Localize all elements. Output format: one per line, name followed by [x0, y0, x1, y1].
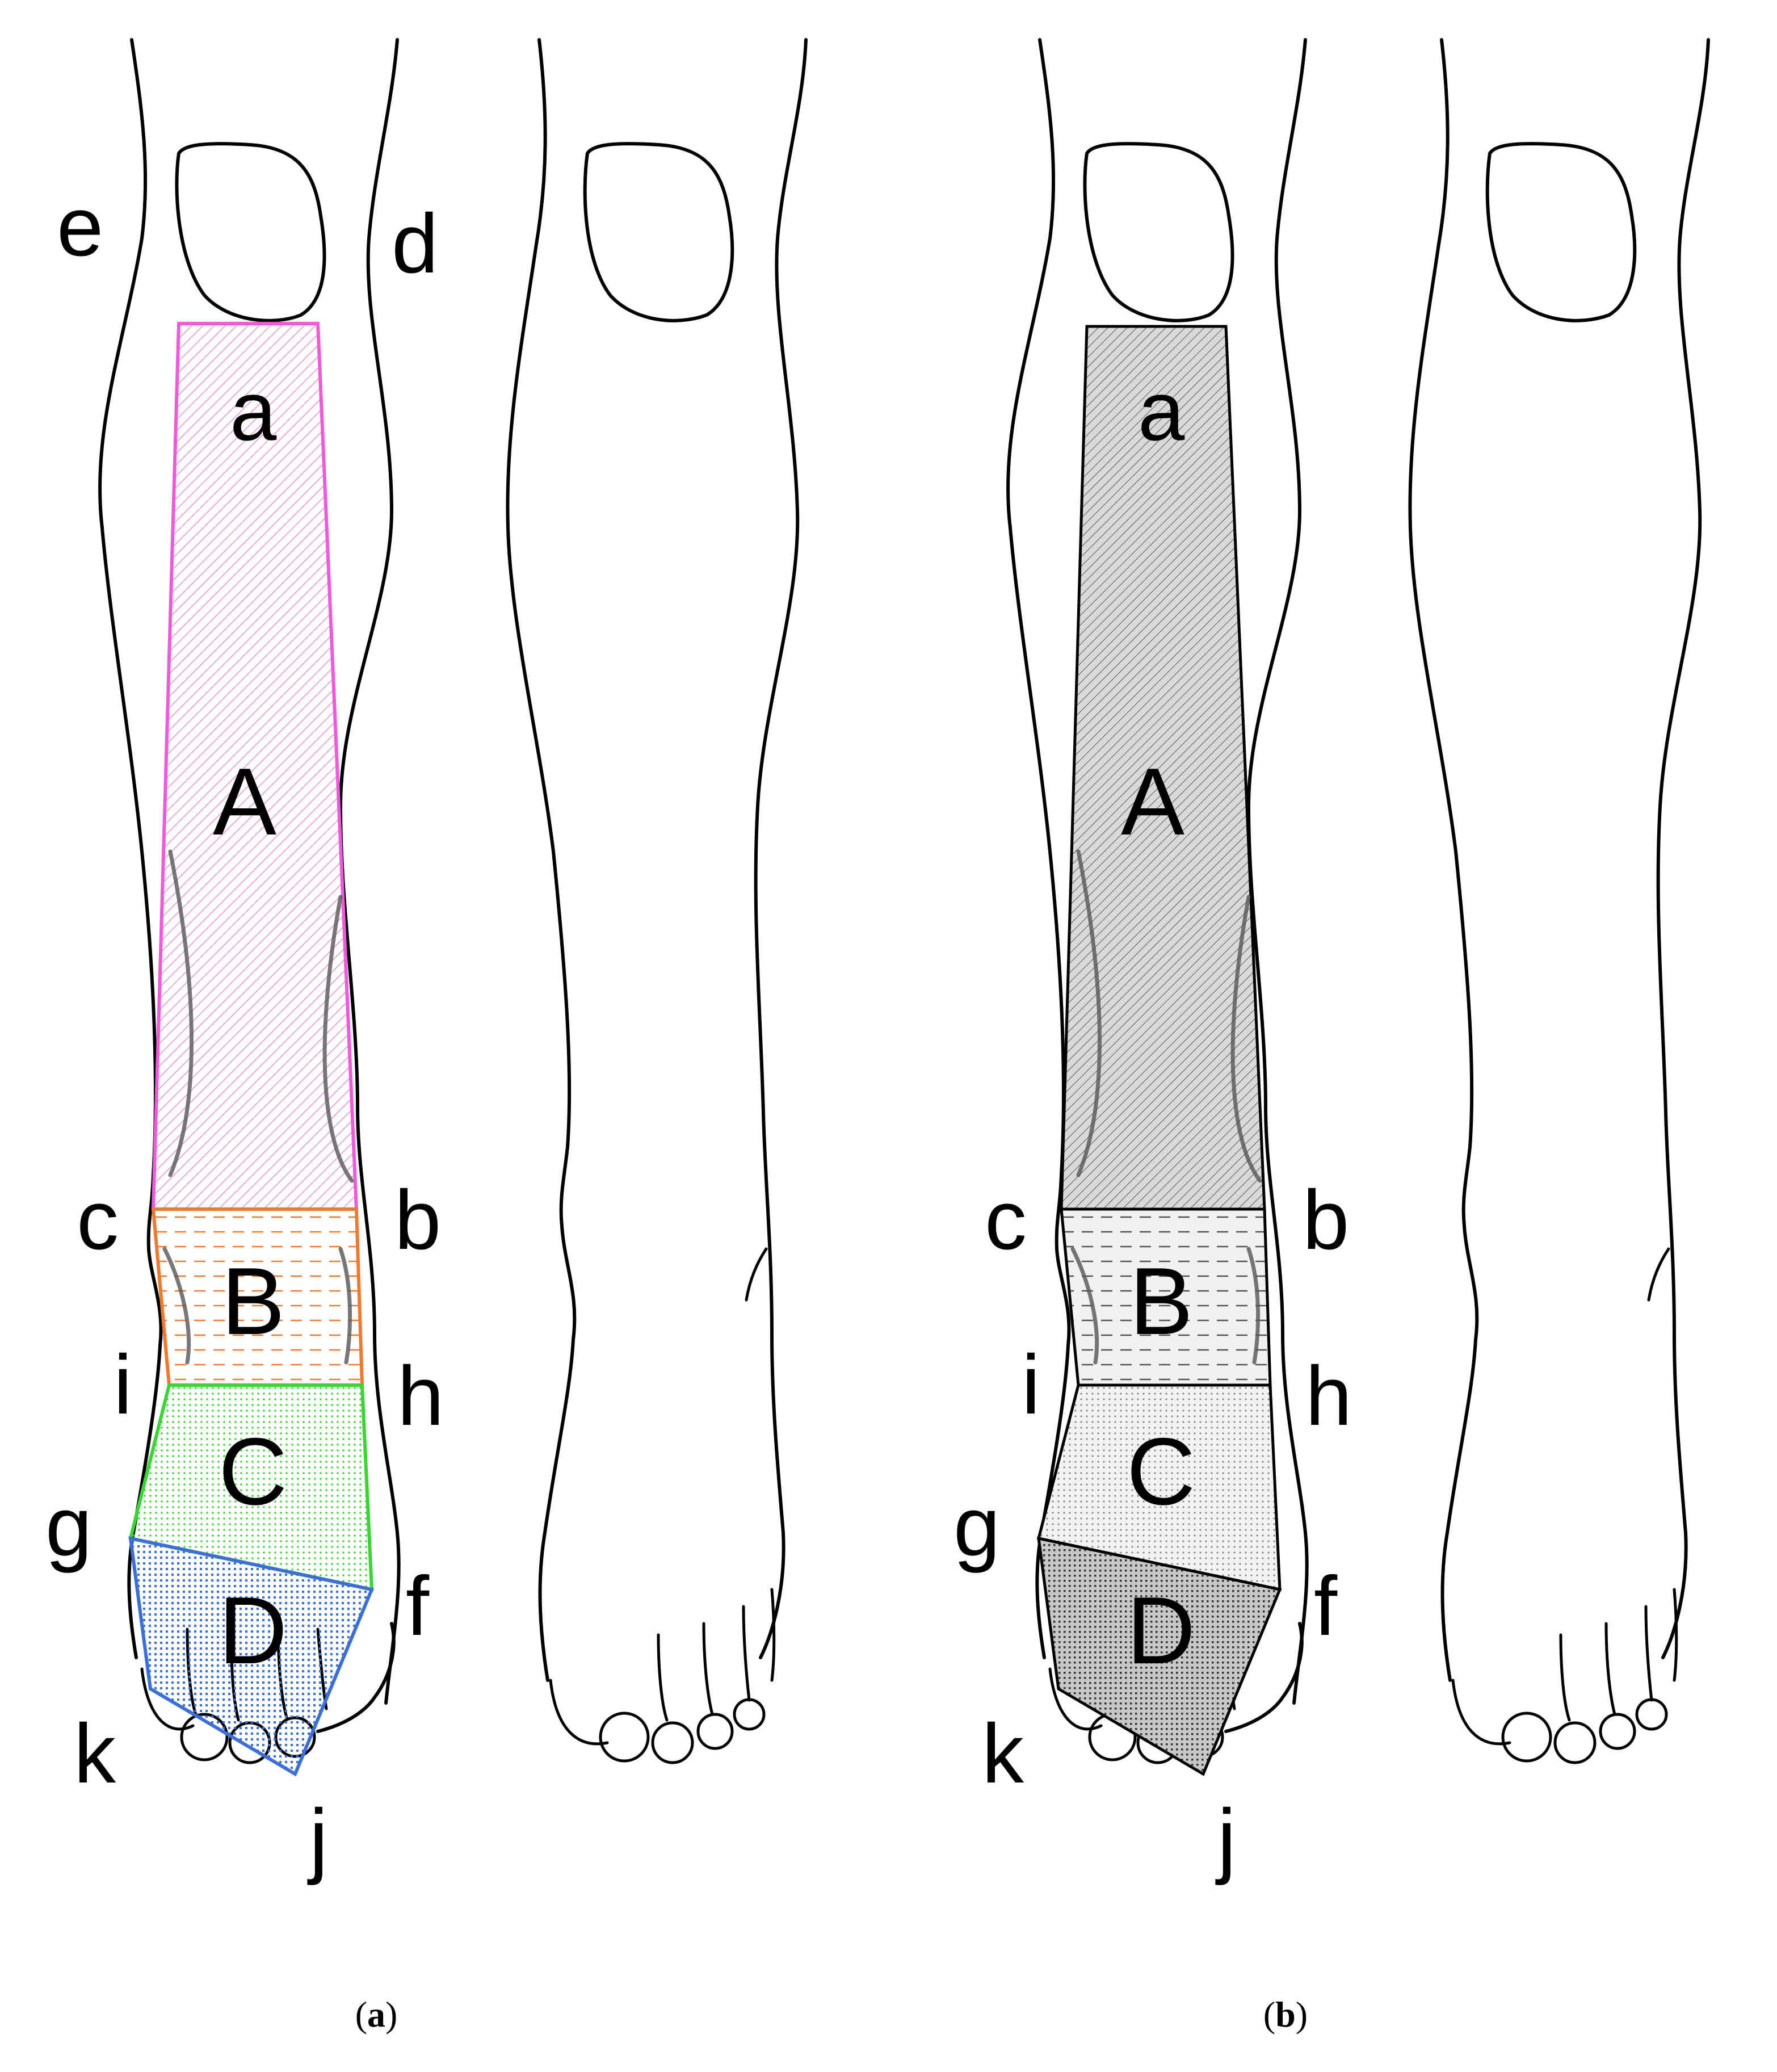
panel-b-region-B-label: B	[1129, 1248, 1193, 1354]
panel-a: e d a A c b B i h C g f D k j (a)	[45, 40, 806, 2035]
panel-a-region-C-label: C	[219, 1418, 287, 1525]
panel-a-point-e: e	[57, 180, 103, 274]
panel-b-point-a: a	[1138, 364, 1185, 458]
panel-a-point-f: f	[406, 1559, 430, 1653]
panel-b-region-C-label: C	[1127, 1418, 1195, 1525]
panel-a-region-D-label: D	[219, 1577, 287, 1684]
panel-a-leg-right	[507, 40, 806, 1763]
panel-a-point-h: h	[397, 1349, 444, 1443]
panel-b-point-c: c	[985, 1173, 1027, 1267]
panel-b-point-f: f	[1314, 1559, 1338, 1653]
panel-a-point-j: j	[307, 1792, 328, 1886]
panel-a-point-d: d	[392, 197, 438, 291]
panel-a-point-a: a	[230, 364, 277, 458]
panel-b-point-i: i	[1022, 1338, 1040, 1432]
panel-b-point-g: g	[953, 1480, 1000, 1574]
panel-a-point-i: i	[114, 1338, 132, 1432]
panel-b-point-h: h	[1305, 1349, 1352, 1443]
panel-b-caption: (b)	[1263, 1994, 1308, 2035]
panel-a-point-c: c	[77, 1173, 119, 1267]
panel-a-caption: (a)	[355, 1994, 398, 2035]
panel-a-region-A-label: A	[213, 748, 276, 855]
panel-b-leg-right	[1410, 40, 1708, 1763]
panel-a-region-B-label: B	[221, 1248, 285, 1354]
panel-a-point-b: b	[394, 1173, 441, 1267]
panel-a-point-g: g	[45, 1480, 92, 1574]
panel-b-point-k: k	[982, 1707, 1024, 1801]
panel-b-point-j: j	[1215, 1792, 1236, 1886]
panel-a-region-D	[128, 1536, 375, 1777]
panel-b-region-D-label: D	[1127, 1577, 1195, 1684]
panel-a-point-k: k	[74, 1707, 116, 1801]
panel-b-point-b: b	[1303, 1173, 1349, 1267]
panel-b-region-D	[1037, 1536, 1282, 1776]
panel-b: a A c b B i h C g f D k j (b)	[953, 40, 1708, 2035]
panel-b-region-A-label: A	[1121, 748, 1184, 855]
